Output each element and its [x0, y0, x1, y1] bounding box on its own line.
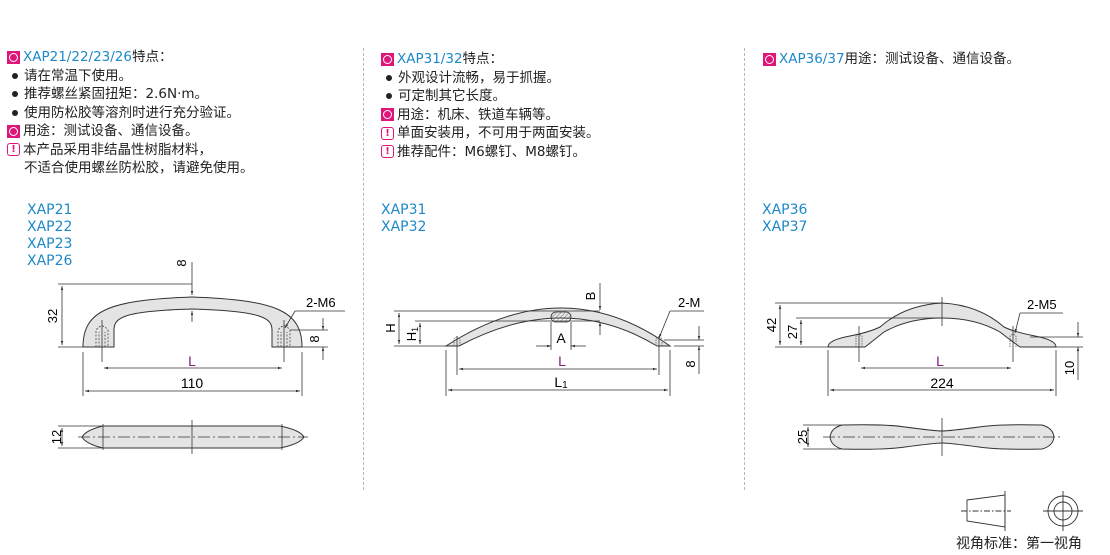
dim-inner-height: 27 [785, 325, 800, 339]
column-divider-1 [363, 48, 364, 490]
thread-callout: 2-M [678, 295, 700, 310]
feature-item: 请在常温下使用。 [7, 67, 254, 86]
section2-header-suffix: 特点： [462, 51, 504, 67]
model-label: XAP23 [27, 236, 73, 252]
feature-text: 外观设计流畅，易于抓握。 [398, 69, 560, 86]
model-label: XAP21 [27, 202, 73, 218]
section1-header: XAP21/22/23/26 特点： [7, 48, 254, 67]
dim-thread-depth: 8 [307, 335, 322, 342]
section1-header-suffix: 特点： [131, 49, 173, 65]
warning-icon: ! [381, 126, 394, 140]
section1-usage: 用途：测试设备、通信设备。 [7, 122, 254, 141]
dim-top-thickness: 8 [174, 259, 189, 266]
section3-header-suffix: 用途：测试设备、通信设备。 [844, 51, 1021, 67]
dim-length-main: L [554, 374, 562, 390]
handle-front-view [82, 296, 303, 348]
section2-warning: ! 推荐配件：M6螺钉、M8螺钉。 [381, 143, 600, 162]
section1-notes: XAP21/22/23/26 特点： 请在常温下使用。 推荐螺丝紧固扭矩：2.6… [7, 48, 254, 178]
usage-text: 用途：机床、铁道车辆等。 [397, 106, 559, 123]
section2-models: XAP31 XAP32 [381, 202, 426, 236]
dim-thread-depth: 8 [683, 360, 698, 367]
dim-H1-main: H [404, 332, 419, 341]
warning-icon: ! [381, 145, 394, 159]
feature-text: 可定制其它长度。 [398, 88, 506, 104]
dim-A: A [556, 330, 566, 346]
model-label: XAP32 [381, 219, 427, 235]
thread-hole-right [277, 325, 291, 347]
section1-models: XAP21 XAP22 XAP23 XAP26 [27, 202, 72, 270]
dim-height: 42 [764, 318, 779, 332]
circle-marker-icon [7, 50, 20, 64]
thread-hole-left [95, 325, 109, 347]
column-divider-2 [744, 48, 745, 490]
warning-text: 不适合使用螺丝防松胶，请避免使用。 [24, 160, 254, 176]
dim-H: H [383, 323, 398, 332]
dim-length-sub: 1 [562, 380, 568, 391]
model-label: XAP31 [381, 202, 427, 218]
section1-drawing: 32 8 2-M6 8 L 110 12 [45, 259, 345, 454]
dim-pitch: L [558, 353, 566, 369]
model-label: XAP37 [762, 219, 808, 235]
dim-B: B [583, 292, 598, 301]
dim-pitch: L [188, 353, 196, 369]
circle-marker-icon [381, 52, 394, 66]
model-label: XAP26 [27, 253, 73, 269]
section3-models: XAP36 XAP37 [762, 202, 807, 236]
section3-header: XAP36/37 用途：测试设备、通信设备。 [763, 50, 1020, 69]
bullet-icon [12, 109, 18, 116]
section1-model: XAP21/22/23/26 [23, 49, 132, 65]
section3-model: XAP36/37 [779, 51, 845, 67]
circle-marker-icon [7, 124, 20, 138]
feature-text: 请在常温下使用。 [24, 67, 132, 84]
feature-item: 可定制其它长度。 [381, 87, 600, 106]
circle-marker-icon [763, 52, 776, 66]
feature-item: 使用防松胶等溶剂时进行充分验证。 [7, 104, 254, 123]
feature-text: 推荐螺丝紧固扭矩：2.6N·m。 [24, 86, 209, 102]
bullet-icon [12, 72, 18, 79]
dim-pitch: L [936, 353, 944, 369]
dim-length: 224 [930, 375, 954, 391]
dim-length: L1 [554, 374, 568, 391]
first-angle-projection-icon [961, 491, 1083, 531]
dim-H1: H1 [404, 327, 420, 341]
circle-marker-icon [381, 108, 394, 122]
warning-text: 本产品采用非结晶性树脂材料， [23, 141, 212, 158]
usage-text: 用途：测试设备、通信设备。 [23, 123, 199, 139]
section1-warning: ! 本产品采用非结晶性树脂材料， [7, 141, 254, 160]
section2-usage: 用途：机床、铁道车辆等。 [381, 106, 600, 125]
section3-notes: XAP36/37 用途：测试设备、通信设备。 [763, 50, 1020, 69]
section2-header: XAP31/32 特点： [381, 50, 600, 69]
bullet-icon [12, 91, 18, 98]
thread-holes [855, 334, 1017, 347]
feature-item: 推荐螺丝紧固扭矩：2.6N·m。 [7, 85, 254, 104]
handle-front-view [444, 307, 672, 347]
thread-callout: 2-M5 [1027, 297, 1057, 312]
dim-length: 110 [181, 375, 204, 391]
dim-thread-depth: 10 [1062, 361, 1077, 375]
thread-callout: 2-M6 [306, 295, 336, 310]
section2-warning: ! 单面安装用，不可用于两面安装。 [381, 124, 600, 143]
section3-drawing: 42 27 2-M5 10 L 224 25 [764, 297, 1083, 531]
model-label: XAP36 [762, 202, 808, 218]
bullet-icon [386, 93, 392, 100]
projection-label: 视角标准：第一视角 [956, 536, 1082, 552]
feature-item: 外观设计流畅，易于抓握。 [381, 69, 600, 88]
model-label: XAP22 [27, 219, 73, 235]
section2-drawing: A H H1 B 2-M 8 L L1 [383, 283, 704, 396]
feature-text: 使用防松胶等溶剂时进行充分验证。 [24, 104, 240, 121]
warning-text: 单面安装用，不可用于两面安装。 [397, 125, 600, 141]
dim-width: 25 [795, 430, 810, 444]
warning-icon: ! [7, 143, 20, 157]
warning-text: 推荐配件：M6螺钉、M8螺钉。 [397, 143, 586, 160]
section2-notes: XAP31/32 特点： 外观设计流畅，易于抓握。 可定制其它长度。 用途：机床… [381, 50, 600, 161]
bullet-icon [386, 74, 392, 81]
cross-section-hatch [550, 311, 572, 323]
dim-width: 12 [49, 430, 64, 444]
dim-height: 32 [45, 309, 60, 323]
section2-model: XAP31/32 [397, 51, 463, 67]
dim-H1-sub: 1 [410, 327, 420, 332]
section1-warning-cont: 不适合使用螺丝防松胶，请避免使用。 [7, 159, 254, 178]
